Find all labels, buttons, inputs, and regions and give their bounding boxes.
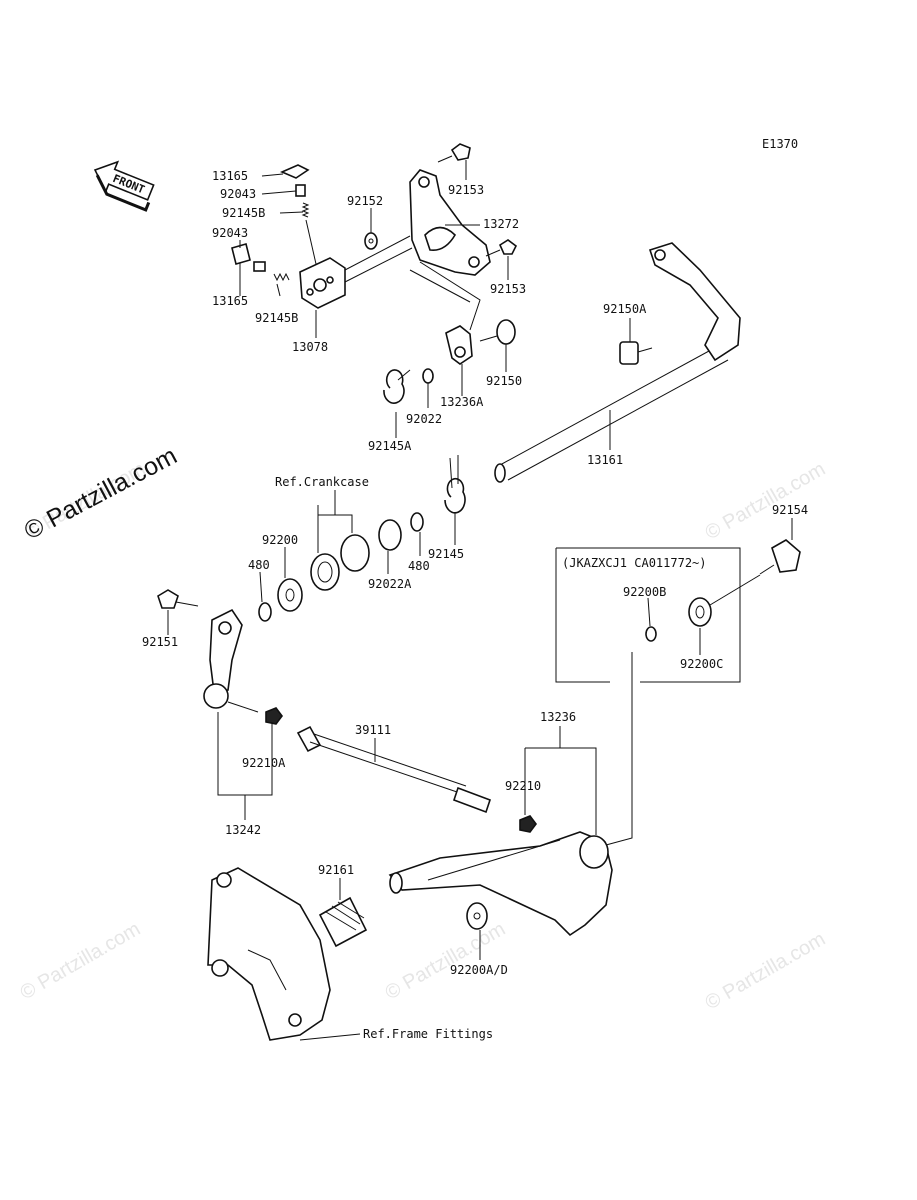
part-92145B-left (273, 272, 290, 282)
part-92043-left (253, 261, 266, 272)
label-92043-top: 92043 (220, 187, 256, 201)
label-92145: 92145 (428, 547, 464, 561)
label-ref-frame-fittings: Ref.Frame Fittings (363, 1027, 493, 1041)
label-92022A: 92022A (368, 577, 412, 591)
label-92022: 92022 (406, 412, 442, 426)
label-92153-top: 92153 (448, 183, 484, 197)
label-92145B-top: 92145B (222, 206, 265, 220)
part-92145A (383, 369, 405, 404)
label-92200B: 92200B (623, 585, 666, 599)
part-92153-top (450, 143, 471, 161)
watermarks: © Partzilla.com © Partzilla.com © Partzi… (17, 458, 830, 1014)
diagram-code: E1370 (762, 137, 798, 151)
label-92151: 92151 (142, 635, 178, 649)
part-13165-top (279, 164, 310, 179)
part-shift-arm (209, 608, 243, 693)
part-92151 (157, 589, 179, 609)
part-92154 (771, 539, 801, 573)
part-92200B (645, 626, 657, 642)
label-92161: 92161 (318, 863, 354, 877)
part-39111 (296, 725, 322, 753)
part-480-right (410, 512, 424, 532)
part-13236 (388, 831, 613, 937)
label-ref-crankcase: Ref.Crankcase (275, 475, 369, 489)
front-arrow-icon: FRONT (93, 160, 155, 212)
watermark-right-mid: © Partzilla.com (702, 458, 830, 544)
label-92210A: 92210A (242, 756, 286, 770)
part-92210 (519, 815, 537, 833)
leader-lines (167, 160, 793, 1041)
part-92153-mid (498, 239, 518, 255)
watermark-bottom-right: © Partzilla.com (702, 928, 830, 1014)
label-13236A: 13236A (440, 395, 484, 409)
copyright-watermark: © Partzilla.com (20, 441, 182, 545)
label-92200: 92200 (262, 533, 298, 547)
label-92153-mid: 92153 (490, 282, 526, 296)
label-13236: 13236 (540, 710, 576, 724)
part-13161-shaft (499, 344, 721, 466)
label-92150A: 92150A (603, 302, 647, 316)
label-13242: 13242 (225, 823, 261, 837)
part-92200C (688, 597, 712, 627)
part-92043-top (295, 184, 306, 197)
part-92150A (619, 341, 639, 365)
label-13078: 13078 (292, 340, 328, 354)
watermark-bottom-left: © Partzilla.com (17, 918, 145, 1004)
label-92154: 92154 (772, 503, 808, 517)
label-92145A: 92145A (368, 439, 412, 453)
part-92200 (277, 578, 303, 612)
label-13165-left: 13165 (212, 294, 248, 308)
part-13236A (445, 325, 473, 365)
part-13165-left (231, 243, 251, 265)
label-13272: 13272 (483, 217, 519, 231)
label-92145B-left: 92145B (255, 311, 298, 325)
part-92022 (422, 368, 434, 384)
part-92152 (364, 232, 378, 250)
label-92043-left: 92043 (212, 226, 248, 240)
label-92152: 92152 (347, 194, 383, 208)
watermark-bottom-mid: © Partzilla.com (382, 918, 510, 1004)
part-92145B-top (301, 202, 310, 218)
label-serial-range: (JKAZXCJ1 CA011772~) (562, 556, 707, 570)
label-92150: 92150 (486, 374, 522, 388)
label-13165-top: 13165 (212, 169, 248, 183)
label-92200AD: 92200A/D (450, 963, 508, 977)
label-480-right: 480 (408, 559, 430, 573)
label-92200C: 92200C (680, 657, 723, 671)
label-13161: 13161 (587, 453, 623, 467)
part-92150 (496, 319, 516, 345)
part-92145 (444, 477, 466, 514)
part-92210A (265, 707, 283, 725)
part-drawings (157, 143, 801, 1041)
part-92200AD (466, 902, 488, 930)
part-480-left (258, 602, 272, 622)
part-bearing (340, 534, 370, 572)
label-480-left: 480 (248, 558, 270, 572)
label-92210: 92210 (505, 779, 541, 793)
part-92022A (378, 519, 402, 551)
part-labels: 13165 92043 92145B 92152 92153 13272 920… (142, 169, 808, 1041)
label-39111: 39111 (355, 723, 391, 737)
part-frame-bracket (207, 867, 331, 1041)
